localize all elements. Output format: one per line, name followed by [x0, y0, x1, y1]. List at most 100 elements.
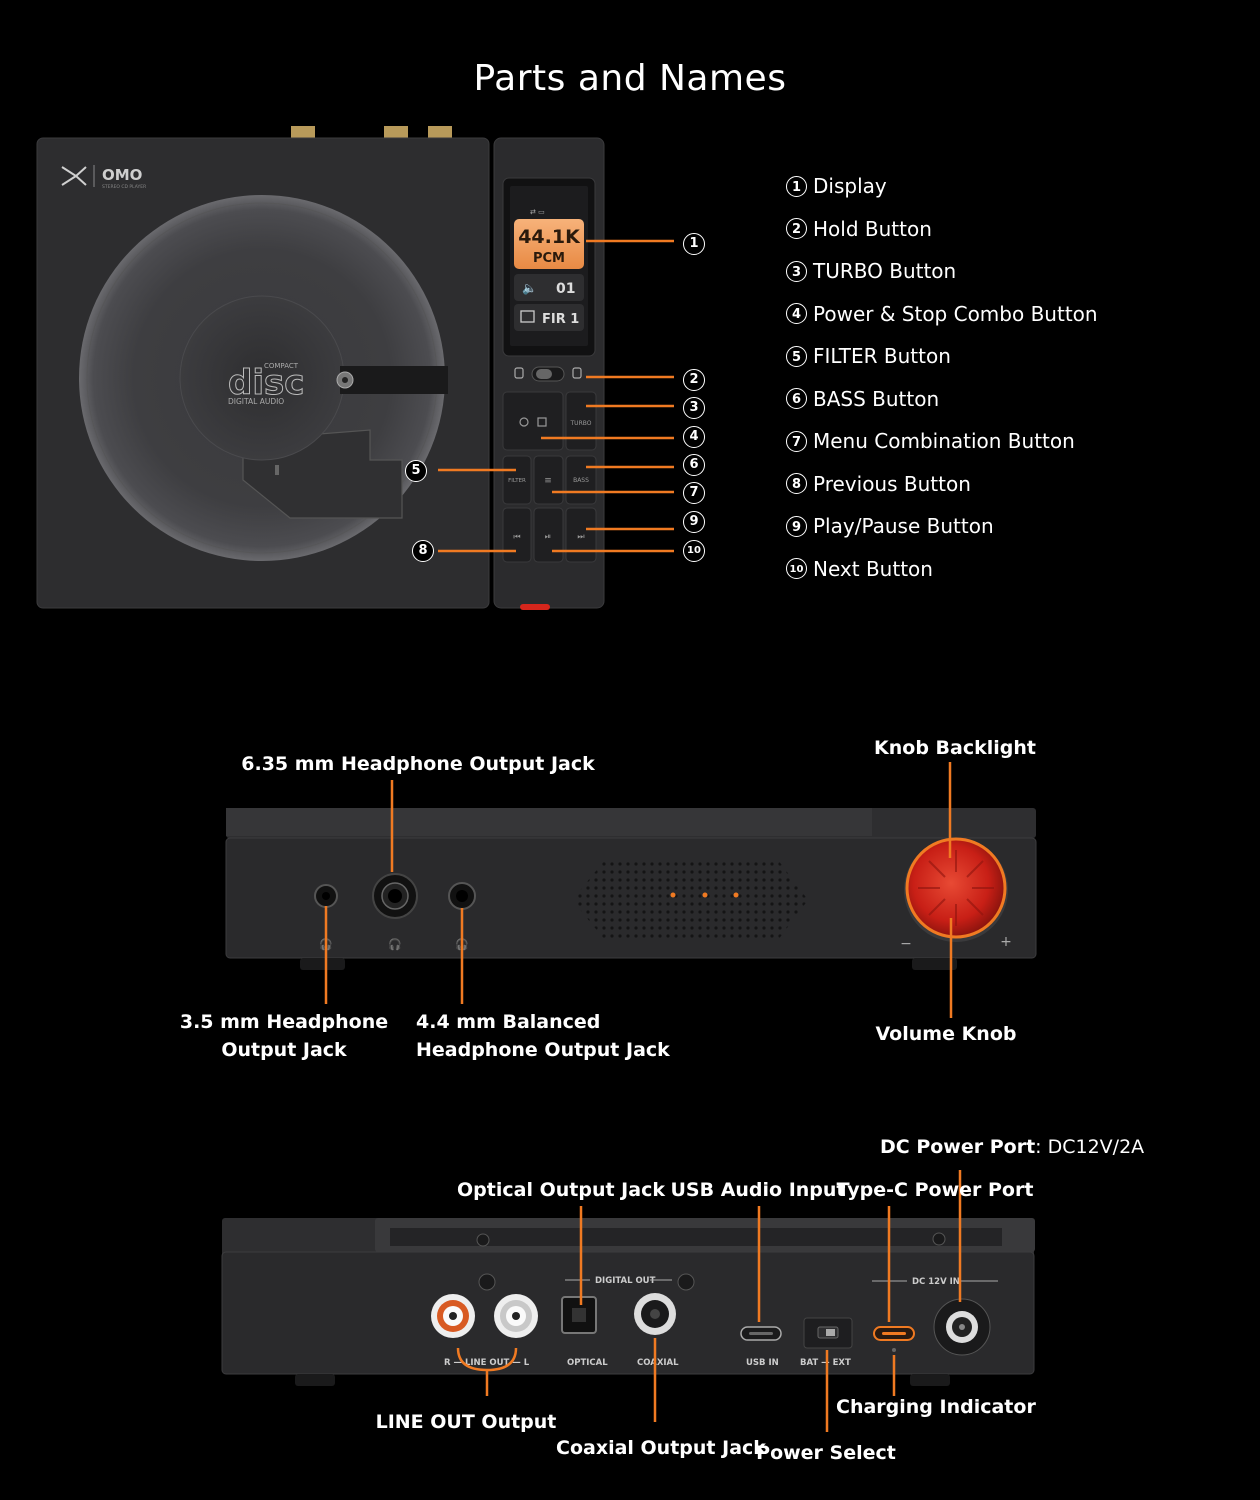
- label-line: 4.4 mm Balanced: [416, 1011, 601, 1033]
- power-select-switch[interactable]: [803, 1317, 853, 1349]
- sample-rate-text: 44.1K: [518, 226, 581, 248]
- power-stop-button[interactable]: [502, 391, 564, 451]
- jack-3-5mm[interactable]: [314, 884, 338, 908]
- volume-text: 01: [556, 281, 575, 297]
- svg-text:STEREO CD PLAYER: STEREO CD PLAYER: [102, 184, 146, 190]
- svg-text:COMPACT: COMPACT: [264, 362, 299, 370]
- filter-text: FIR 1: [542, 312, 579, 327]
- knob-edge: [520, 604, 550, 610]
- rear-panel-body: [221, 1251, 1035, 1375]
- label-bold: DC Power Port: [880, 1136, 1036, 1158]
- label-line: 3.5 mm Headphone: [179, 1011, 389, 1033]
- label-knob-backlight: Knob Backlight: [874, 737, 1036, 759]
- callout-2: 2: [683, 369, 705, 391]
- callout-5: 5: [405, 460, 427, 482]
- svg-text:DC 12V IN: DC 12V IN: [912, 1277, 960, 1287]
- optical-jack[interactable]: [561, 1296, 597, 1334]
- laser-arm: [340, 366, 448, 394]
- label-6-35mm-jack: 6.35 mm Headphone Output Jack: [241, 753, 595, 775]
- jack-4-4mm[interactable]: [448, 882, 476, 910]
- label-spec: : DC12V/2A: [1035, 1136, 1145, 1158]
- svg-text:USB IN: USB IN: [746, 1358, 779, 1368]
- stop-icon: [537, 417, 547, 427]
- svg-text:DIGITAL OUT: DIGITAL OUT: [595, 1276, 656, 1286]
- label-usb-audio-input: USB Audio Input: [670, 1179, 846, 1201]
- grille-leds: [670, 892, 739, 898]
- next-button[interactable]: [565, 507, 597, 563]
- previous-button[interactable]: [502, 507, 532, 563]
- knob-plus-mark: +: [1000, 934, 1012, 950]
- panel-markings: DIGITAL OUT DC 12V IN R — LINE OUT — L O…: [444, 1276, 998, 1368]
- play-pause-icon: ⏯: [545, 532, 551, 541]
- charging-indicator-led: [892, 1348, 896, 1352]
- callout-3: 3: [683, 397, 705, 419]
- menu-icon: ≡: [544, 476, 552, 486]
- label-line: Headphone Output Jack: [416, 1039, 670, 1061]
- rate-panel: [514, 219, 584, 269]
- next-icon: ⏭: [577, 532, 584, 541]
- callout-4: 4: [683, 426, 705, 448]
- callout-lines: [324, 762, 953, 1018]
- jack-6-35mm[interactable]: [372, 873, 418, 919]
- label-dc-power-port: DC Power Port: DC12V/2A: [880, 1133, 1144, 1161]
- dc-power-port[interactable]: [933, 1298, 991, 1356]
- headphone-icon: 🎧: [388, 938, 402, 951]
- speaker-icon: 🔈: [522, 281, 537, 295]
- svg-text:OMO: OMO: [102, 166, 142, 184]
- filter-icon: [520, 310, 535, 323]
- display[interactable]: ⇄ ▭ 44.1K PCM 🔈 01 FIR 1: [502, 177, 596, 357]
- coaxial-jack[interactable]: [634, 1293, 676, 1335]
- svg-text:⇄ ▭: ⇄ ▭: [530, 208, 545, 216]
- volume-knob[interactable]: [904, 837, 1008, 942]
- brand-logo: OMO STEREO CD PLAYER: [61, 165, 146, 190]
- label-optical-jack: Optical Output Jack: [457, 1179, 665, 1201]
- label-volume-knob: Volume Knob: [875, 1023, 1017, 1045]
- format-text: PCM: [533, 251, 565, 266]
- speaker-grille: [572, 860, 808, 940]
- callout-9: 9: [683, 511, 705, 533]
- label-type-c-port: Type-C Power Port: [836, 1179, 1034, 1201]
- rca-jack-right[interactable]: [431, 1294, 475, 1338]
- callout-7: 7: [683, 482, 705, 504]
- play-pause-button[interactable]: [533, 507, 564, 563]
- hold-switch[interactable]: [514, 366, 582, 382]
- callout-10: 10: [683, 540, 705, 562]
- rca-jack-left[interactable]: [494, 1294, 538, 1338]
- top-view-illustration: OMO STEREO CD PLAYER COMPACT disc DIGITA…: [36, 126, 674, 610]
- rca-connector-top: [291, 126, 452, 140]
- page-title: Parts and Names: [473, 58, 787, 99]
- power-icon: [519, 417, 529, 427]
- label-4-4mm-jack: 4.4 mm Balanced Headphone Output Jack: [416, 1008, 670, 1064]
- callout-lines: [456, 1170, 962, 1432]
- svg-text:BAT — EXT: BAT — EXT: [800, 1358, 851, 1368]
- label-power-select: Power Select: [756, 1442, 896, 1464]
- svg-text:DIGITAL AUDIO: DIGITAL AUDIO: [228, 397, 284, 406]
- label-line: Output Jack: [221, 1039, 347, 1061]
- label-line-out: LINE OUT Output: [375, 1411, 557, 1433]
- lock-icon: [514, 367, 524, 379]
- usb-audio-input[interactable]: [740, 1326, 782, 1341]
- front-view-illustration: 🎧 🎧 🎧 − +: [225, 762, 1037, 1018]
- filter-button[interactable]: [502, 455, 532, 505]
- svg-text:TURBO: TURBO: [570, 420, 592, 427]
- svg-text:disc: disc: [228, 363, 304, 403]
- rear-view-illustration: DIGITAL OUT DC 12V IN R — LINE OUT — L O…: [221, 1170, 1035, 1432]
- knob-minus-mark: −: [900, 936, 912, 952]
- callout-8: 8: [412, 540, 434, 562]
- svg-text:R — LINE OUT — L: R — LINE OUT — L: [444, 1358, 530, 1368]
- compact-disc-logo: COMPACT disc DIGITAL AUDIO: [228, 362, 305, 406]
- label-3-5mm-jack: 3.5 mm Headphone Output Jack: [164, 1008, 404, 1064]
- label-coaxial-jack: Coaxial Output Jack: [556, 1437, 766, 1459]
- previous-icon: ⏮: [513, 532, 520, 541]
- svg-text:OPTICAL: OPTICAL: [567, 1358, 608, 1368]
- type-c-power-port[interactable]: [873, 1326, 915, 1341]
